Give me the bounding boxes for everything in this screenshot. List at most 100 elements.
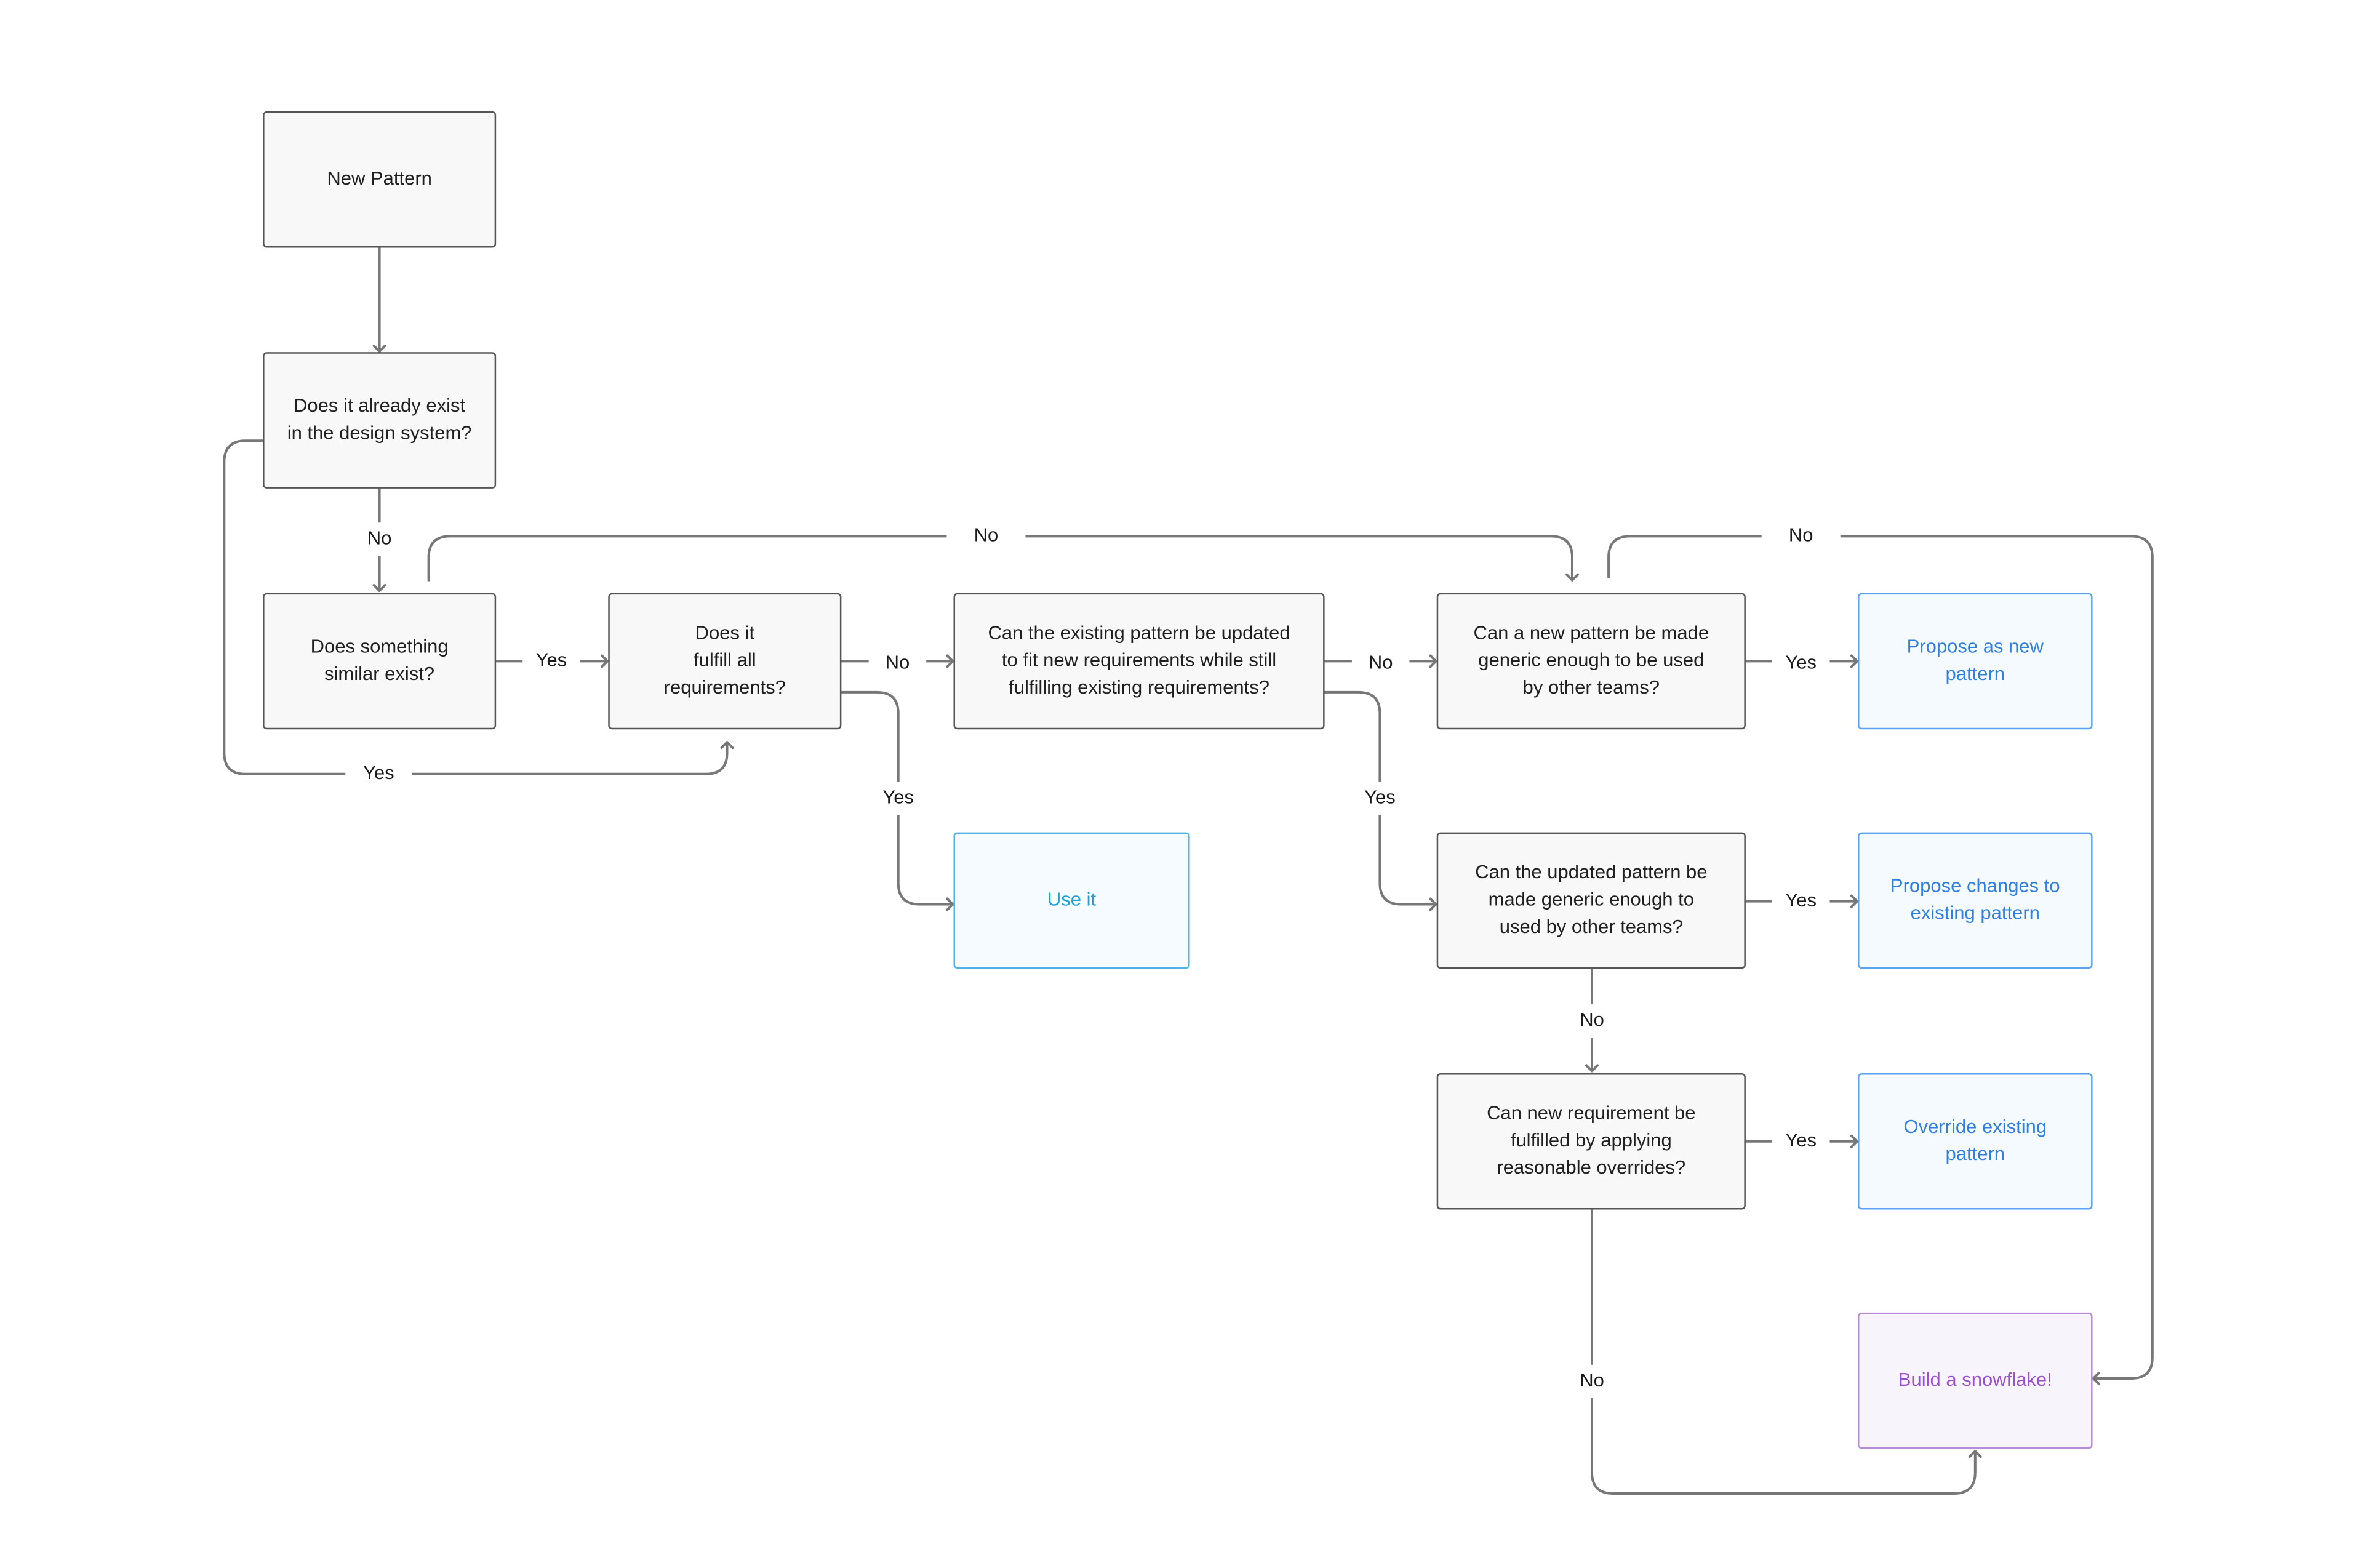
edge-label-text: No	[1580, 1369, 1604, 1391]
edge-label-background	[868, 647, 927, 681]
arrow-head-icon	[1850, 1134, 1858, 1148]
edge-label: No	[350, 522, 409, 556]
node-box	[263, 111, 497, 248]
node-update-q[interactable]: Can the existing pattern be updated to fi…	[953, 593, 1325, 730]
node-box	[1436, 832, 1746, 969]
node-box	[1858, 1312, 2093, 1449]
node-text-line: pattern	[1946, 1143, 2005, 1164]
node-propose-new[interactable]: Propose as new pattern	[1858, 593, 2093, 730]
edge-label: No	[1351, 647, 1410, 681]
edge-label: Yes	[1772, 1124, 1830, 1158]
edge-generic_new_q-to-snowflake	[1607, 535, 2154, 1385]
node-box	[263, 593, 497, 730]
arrow-head-icon	[1429, 897, 1437, 911]
edge-label-background	[868, 782, 929, 815]
node-fulfill-q[interactable]: Does it fulfill all requirements?	[608, 593, 842, 730]
node-box	[608, 593, 842, 730]
node-text-line: by other teams?	[1523, 676, 1660, 698]
edge-label: Yes	[1772, 884, 1830, 918]
arrow-head-icon	[601, 654, 609, 668]
edge-label-text: Yes	[536, 649, 567, 671]
node-text-line: Use it	[1047, 889, 1097, 910]
edge-label: Yes	[522, 644, 580, 678]
node-box	[1858, 832, 2093, 969]
edge-label-text: No	[1789, 524, 1813, 546]
node-override-existing[interactable]: Override existing pattern	[1858, 1073, 2093, 1210]
edge-label-text: Yes	[882, 786, 914, 807]
node-propose-changes[interactable]: Propose changes to existing pattern	[1858, 832, 2093, 969]
edge-label-background	[345, 757, 412, 791]
edge-line	[1591, 1207, 1977, 1495]
node-text-line: existing pattern	[1911, 902, 2040, 924]
edge-label-text: No	[886, 651, 910, 673]
edge-label: Yes	[1349, 782, 1410, 815]
arrow-head-icon	[720, 741, 734, 750]
edge-label-background	[1761, 519, 1841, 553]
node-text-line: Propose as new	[1907, 635, 2044, 657]
node-similar-q[interactable]: Does something similar exist?	[263, 593, 497, 730]
edge-label-background	[1772, 647, 1830, 681]
node-exists-q[interactable]: Does it already exist in the design syste…	[263, 352, 497, 489]
arrow-head-icon	[1968, 1450, 1982, 1458]
node-snowflake[interactable]: Build a snowflake!	[1858, 1312, 2093, 1449]
edge-label-text: Yes	[363, 762, 394, 783]
node-text-line: in the design system?	[287, 422, 472, 443]
edge-exists_q-to-fulfill_q	[223, 439, 734, 775]
node-text-line: made generic enough to	[1489, 889, 1694, 910]
arrow-head-icon	[946, 897, 954, 911]
edge-label-text: Yes	[1785, 1129, 1817, 1151]
edge-label-background	[1349, 782, 1410, 815]
node-text-line: Does it already exist	[294, 394, 466, 416]
edge-label-background	[522, 644, 580, 678]
node-text-line: generic enough to be used	[1478, 649, 1704, 671]
node-text-line: fulfilling existing requirements?	[1009, 676, 1269, 698]
node-text-line: Propose changes to	[1890, 874, 2060, 896]
edge-label: No	[868, 647, 927, 681]
arrow-head-icon	[1565, 573, 1580, 582]
edge-label-background	[350, 522, 409, 556]
edge-label-text: Yes	[1364, 786, 1396, 807]
arrow-head-icon	[1585, 1064, 1599, 1073]
node-text-line: pattern	[1946, 663, 2005, 684]
node-text-line: to fit new requirements while still	[1002, 649, 1276, 671]
node-box	[1858, 593, 2093, 730]
node-box	[1436, 1073, 1746, 1210]
node-box	[953, 593, 1325, 730]
node-text-line: Can a new pattern be made	[1474, 622, 1709, 643]
edge-label-background	[1563, 1004, 1621, 1038]
node-box	[263, 352, 497, 489]
edge-label-background	[1561, 1364, 1623, 1398]
edge-line	[223, 439, 729, 775]
node-text-line: reasonable overrides?	[1497, 1156, 1685, 1178]
edge-label-background	[1772, 884, 1830, 918]
node-text-line: New Pattern	[327, 167, 432, 189]
node-text-line: similar exist?	[324, 663, 434, 684]
node-text-line: used by other teams?	[1500, 916, 1683, 937]
node-generic-new-q[interactable]: Can a new pattern be made generic enough …	[1436, 593, 1746, 730]
edge-label: Yes	[868, 782, 929, 815]
node-text-line: Can new requirement be	[1487, 1102, 1695, 1124]
edge-label-text: No	[1580, 1009, 1604, 1030]
edge-label: No	[1563, 1004, 1621, 1038]
node-text-line: Override existing	[1903, 1116, 2047, 1137]
node-use-it[interactable]: Use it	[953, 832, 1190, 969]
edge-label-text: Yes	[1785, 889, 1817, 911]
node-text-line: fulfill all	[694, 649, 756, 671]
node-new-pattern[interactable]: New Pattern	[263, 111, 497, 248]
node-text-line: Does something	[311, 635, 449, 657]
edge-new_pattern-to-exists_q	[372, 246, 386, 353]
edge-label-text: No	[1369, 651, 1393, 673]
node-text-line: Does it	[695, 622, 755, 643]
edge-label: Yes	[1772, 647, 1830, 681]
node-text-line: Can the existing pattern be updated	[988, 622, 1290, 643]
node-text-line: requirements?	[664, 676, 786, 698]
arrow-head-icon	[1850, 894, 1858, 908]
arrow-head-icon	[946, 654, 954, 668]
edge-label-background	[946, 519, 1026, 553]
edge-label-background	[1772, 1124, 1830, 1158]
arrow-head-icon	[1850, 654, 1858, 668]
edge-label-background	[1351, 647, 1410, 681]
